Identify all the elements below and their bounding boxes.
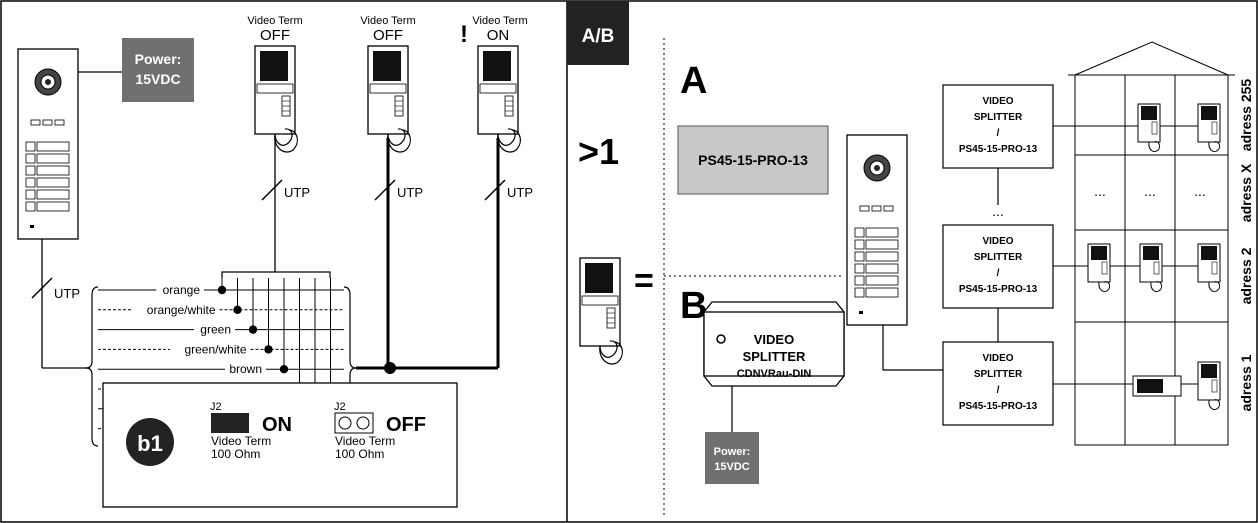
splitter-2-line4: PS45-15-PRO-13 [959, 284, 1038, 295]
terminal-1: Video Term OFF [247, 15, 303, 153]
right-section: A/B >1 = A PS45-15-PRO-13 B VIDEO SPLITT… [567, 1, 1254, 515]
jumper-on-label: J2 [210, 401, 222, 413]
splitter-255-line1: VIDEO [982, 96, 1013, 107]
bus-junction [384, 362, 396, 374]
video-terminal-icon [1197, 361, 1221, 411]
wire-junction [279, 365, 289, 374]
floor-label-1: adress 1 [1238, 354, 1254, 411]
mode-tab [567, 1, 629, 65]
option-b-power-box [705, 432, 759, 484]
floor-label-2: adress 2 [1238, 247, 1254, 304]
floor-x-ellipsis-1: ... [1094, 183, 1106, 199]
wire-junction [264, 345, 273, 354]
wire-lines: orangeorange/whitegreengreen/whitebrownb… [98, 278, 344, 436]
warning-icon: ! [460, 21, 468, 48]
building-outline [1074, 74, 1229, 446]
utp-label-1: UTP [284, 185, 310, 200]
splitter-2-line3: / [997, 268, 1000, 279]
door-panel-icon [17, 48, 79, 240]
wire-label: green [200, 323, 231, 337]
wire-junction [248, 325, 258, 334]
option-b-letter: B [680, 285, 707, 327]
floor-label-255: adress 255 [1238, 79, 1254, 152]
splitter-1 [942, 341, 1054, 426]
option-a-letter: A [680, 60, 707, 102]
utp-label-panel: UTP [54, 286, 80, 301]
jumper-off-state: OFF [386, 414, 426, 436]
utp-label-2: UTP [397, 185, 423, 200]
building-roof [1074, 41, 1229, 76]
video-terminal-icon [477, 45, 522, 153]
door-panel-icon [846, 134, 908, 326]
more-than-label: >1 [578, 131, 619, 172]
terminal-3-title: Video Term [472, 15, 527, 27]
option-a-product: PS45-15-PRO-13 [698, 152, 808, 168]
jumper-off-caption2: 100 Ohm [335, 447, 384, 461]
wire-label: orange/white [147, 303, 216, 317]
jumper-off-label: J2 [334, 401, 346, 413]
building [1068, 41, 1235, 446]
splitter-1-line2: SPLITTER [974, 369, 1023, 380]
equals-sign: = [634, 262, 654, 300]
jumper-on-caption2: 100 Ohm [211, 447, 260, 461]
terminal-3-state: ON [487, 27, 510, 44]
video-terminal-icon [1087, 243, 1111, 293]
option-b-device-line1: VIDEO [754, 332, 794, 347]
wire-junction [217, 285, 227, 295]
video-terminal-icon [1197, 243, 1221, 293]
video-terminal-icon [1139, 243, 1163, 293]
wire-label: green/white [184, 342, 246, 356]
terminal-2-title: Video Term [360, 15, 415, 27]
mode-tab-label: A/B [582, 26, 615, 47]
video-terminal-icon [1197, 103, 1221, 153]
splitter-1-line4: PS45-15-PRO-13 [959, 401, 1038, 412]
option-b-device-line2: SPLITTER [743, 349, 806, 364]
floor-x-ellipsis-2: ... [1144, 183, 1156, 199]
b1-badge-label: b1 [137, 431, 163, 456]
power-box [122, 38, 194, 102]
utp-label-3: UTP [507, 185, 533, 200]
terminal-3: ! Video Term ON [460, 15, 528, 153]
b1-badge [126, 418, 174, 466]
jumper-off-caption1: Video Term [335, 434, 395, 448]
floor-label-x: adress X [1238, 163, 1254, 222]
power-label-line2: 15VDC [135, 71, 180, 87]
terminal-2-state: OFF [373, 27, 403, 44]
splitter-2-line2: SPLITTER [974, 252, 1023, 263]
video-terminal-icon [367, 45, 412, 153]
splitter-stack: VIDEO SPLITTER / PS45-15-PRO-13 VIDEO SP… [942, 84, 1054, 426]
jumper-on-state: ON [262, 414, 292, 436]
terminal-1-state: OFF [260, 27, 290, 44]
video-terminal-icon [254, 45, 299, 153]
wire-junction [233, 305, 242, 314]
video-terminal-icon [579, 257, 624, 365]
floor-x-ellipsis-3: ... [1194, 183, 1206, 199]
splitter-1-line1: VIDEO [982, 353, 1013, 364]
splitter-255-line4: PS45-15-PRO-13 [959, 144, 1038, 155]
power-label-line1: Power: [135, 51, 182, 67]
splitter-255-line2: SPLITTER [974, 112, 1023, 123]
wire-brace [85, 286, 99, 447]
option-b-power-line1: Power: [714, 446, 751, 458]
wire-label: orange [163, 283, 201, 297]
option-a-product-box [677, 125, 829, 195]
option-b-power-line2: 15VDC [714, 461, 750, 473]
option-b-device-line3: CDNVRau-DIN [737, 368, 812, 380]
terminal-1-title: Video Term [247, 15, 302, 27]
splitter-ellipsis: ... [992, 203, 1004, 219]
video-terminal-icon [1137, 103, 1161, 153]
splitter-1-line3: / [997, 385, 1000, 396]
splitter-2-line1: VIDEO [982, 236, 1013, 247]
left-section: Power: 15VDC Video Term OFF Video Term O… [17, 15, 533, 508]
jumper-on-caption1: Video Term [211, 434, 271, 448]
terminal-2: Video Term OFF [360, 15, 416, 153]
pair-bracket [221, 271, 331, 278]
wire-label: brown [229, 362, 262, 376]
jumper-on-icon [211, 413, 249, 433]
splitter-255-line3: / [997, 128, 1000, 139]
